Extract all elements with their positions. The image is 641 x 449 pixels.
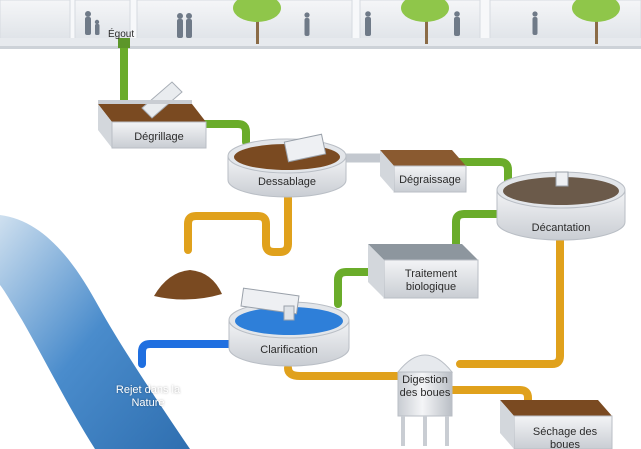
- trees: [233, 0, 620, 44]
- sechage-tank: [500, 400, 613, 449]
- label-clarification: Clarification: [260, 344, 318, 356]
- blue-pipe: [138, 340, 262, 368]
- label-sechage: Séchage des boues: [532, 426, 598, 449]
- degraissage-tank: [380, 150, 467, 193]
- dessablage-tank: [227, 133, 347, 198]
- sludge-pile: [154, 270, 222, 300]
- street-scene: [0, 0, 641, 49]
- clarification-tank: [228, 287, 350, 367]
- label-decantation: Décantation: [531, 222, 591, 234]
- pedestrians: [85, 11, 538, 38]
- label-dessablage: Dessablage: [257, 176, 317, 188]
- traitement-tank: [368, 244, 479, 299]
- label-degraissage: Dégraissage: [399, 174, 461, 186]
- degrillage-tank: [98, 81, 207, 149]
- green-pipes: [120, 42, 526, 308]
- label-digestion: Digestion des boues: [399, 374, 451, 399]
- digestion-silo: [396, 354, 454, 446]
- orange-pipes: [184, 194, 564, 414]
- label-rejet: Rejet dans la Nature: [115, 384, 181, 409]
- label-degrillage: Dégrillage: [134, 131, 184, 143]
- label-traitement: Traitement biologique: [404, 268, 458, 293]
- decantation-tank: [496, 171, 626, 241]
- label-egout: Égout: [108, 29, 135, 40]
- river: [0, 215, 190, 449]
- egout-inlet: [118, 38, 130, 48]
